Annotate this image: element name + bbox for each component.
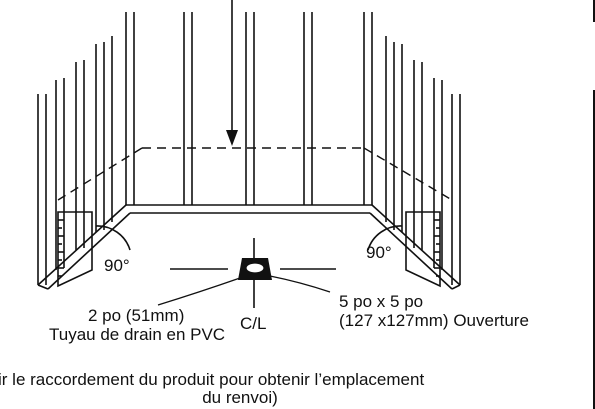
drain-size-label: 2 po (51mm) bbox=[88, 306, 185, 325]
down-arrow-icon bbox=[226, 0, 238, 146]
note-line-2: du renvoi) bbox=[202, 388, 278, 407]
right-corner-ruler bbox=[405, 211, 441, 288]
centerline-label: C/L bbox=[240, 314, 267, 333]
page-border-right bbox=[593, 0, 595, 22]
opening-mm-label: (127 x127mm) Ouverture bbox=[339, 311, 529, 330]
floor-outline-dashed bbox=[57, 147, 453, 201]
left-wall-studs bbox=[37, 36, 113, 285]
back-wall-studs bbox=[125, 12, 373, 205]
drain-type-label: Tuyau de drain en PVC bbox=[49, 325, 226, 344]
angle-label-left: 90° bbox=[104, 256, 130, 275]
left-corner-ruler bbox=[57, 211, 93, 288]
right-wall-studs bbox=[385, 36, 461, 285]
drain-icon bbox=[170, 238, 336, 308]
right-angle-arc bbox=[367, 225, 403, 251]
bottom-plate bbox=[37, 204, 461, 290]
opening-size-label: 5 po x 5 po bbox=[339, 292, 424, 311]
left-angle-arc bbox=[95, 225, 131, 251]
page-border-right-lower bbox=[593, 90, 595, 409]
leader-lines bbox=[157, 275, 331, 306]
angle-label-right: 90° bbox=[366, 243, 392, 262]
note-line-1: ir le raccordement du produit pour obten… bbox=[0, 370, 425, 389]
